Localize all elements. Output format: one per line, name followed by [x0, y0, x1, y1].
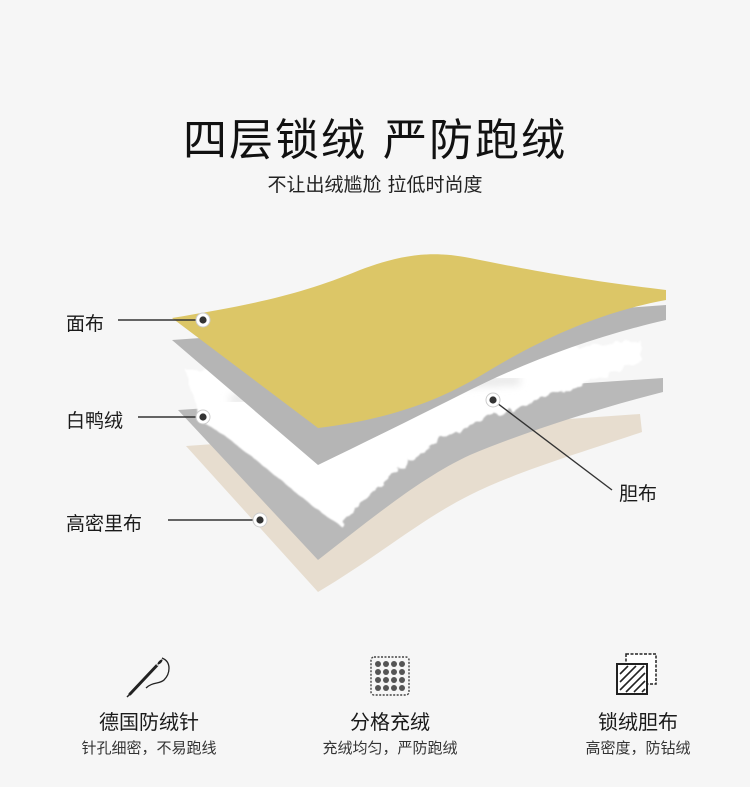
fabric-layers-icon	[616, 653, 657, 695]
feature-desc-lining: 高密度，防钻绒	[585, 739, 691, 757]
feature-desc-needle: 针孔细密，不易跑线	[81, 739, 217, 757]
marker-bottom	[252, 512, 268, 528]
label-face-fabric: 面布	[66, 313, 105, 335]
label-inner-lining: 胆布	[619, 483, 658, 505]
feature-title-grid: 分格充绒	[350, 710, 430, 734]
page-title: 四层锁绒 严防跑绒	[183, 115, 567, 166]
label-high-density-lining: 高密里布	[66, 513, 143, 535]
marker-down	[195, 409, 211, 425]
label-white-duck-down: 白鸭绒	[66, 410, 124, 432]
marker-lining	[485, 392, 501, 408]
quilt-grid-icon	[370, 656, 410, 696]
page-subtitle: 不让出绒尴尬 拉低时尚度	[267, 174, 483, 196]
feature-title-needle: 德国防绒针	[99, 710, 199, 734]
marker-face	[195, 312, 211, 328]
face-fabric-layer	[172, 254, 666, 428]
feature-title-lining: 锁绒胆布	[598, 710, 678, 734]
needle-icon	[126, 657, 170, 698]
feature-desc-grid: 充绒均匀，严防跑绒	[322, 739, 458, 757]
